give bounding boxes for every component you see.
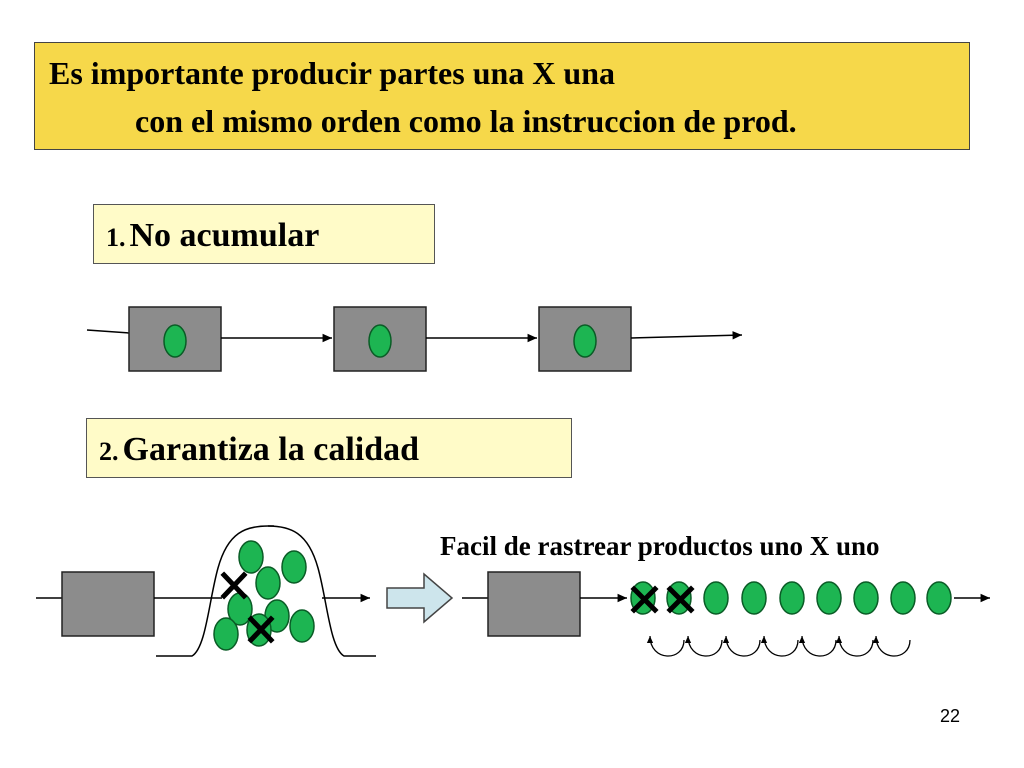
point-2-label: Garantiza la calidad [122, 431, 420, 468]
trace-part [779, 581, 805, 615]
trace-part [926, 581, 952, 615]
page-number: 22 [940, 706, 961, 726]
batch-pile [36, 525, 376, 657]
batch-station [61, 571, 155, 637]
defect-x-icon [666, 585, 695, 614]
point-2-number: 2. [99, 437, 119, 466]
traceable-flow [462, 571, 990, 657]
defect-x-icon [247, 615, 275, 644]
point-1-label: No acumular [129, 217, 320, 254]
title-line-1: Es importante producir partes una X una [49, 55, 615, 91]
transition-arrow-icon [386, 572, 454, 624]
point-2-box: 2. Garantiza la calidad [86, 418, 572, 478]
back-arrow-icon [722, 635, 761, 657]
part-1 [163, 324, 187, 358]
defect-x-icon [220, 571, 248, 600]
back-arrow-icon [798, 635, 837, 657]
point-2-text: 2. Garantiza la calidad [99, 431, 419, 469]
back-arrow-icon [646, 635, 685, 657]
trace-part [816, 581, 842, 615]
flow-line-in [86, 329, 130, 334]
back-arrow-icon [760, 635, 799, 657]
part-2 [368, 324, 392, 358]
trace-back-arrows [646, 635, 911, 657]
part-3 [573, 324, 597, 358]
defect-x-icon [630, 585, 659, 614]
trace-part [890, 581, 916, 615]
back-arrow-icon [835, 635, 874, 657]
trace-part [703, 581, 729, 615]
trace-part [853, 581, 879, 615]
trace-part [741, 581, 767, 615]
point-1-box: 1. No acumular [93, 204, 435, 264]
pile-part [255, 566, 281, 600]
pile-part [281, 550, 307, 584]
back-arrow-icon [684, 635, 723, 657]
flow-arrow-out [630, 331, 743, 340]
pile-part [238, 540, 264, 574]
point-1-text: 1. No acumular [106, 217, 319, 255]
point-1-number: 1. [106, 223, 126, 252]
pile-part [289, 609, 315, 643]
trace-caption: Facil de rastrear productos uno X uno [440, 531, 880, 561]
title-box: Es importante producir partes una X una … [34, 42, 970, 150]
pile-part [213, 617, 239, 651]
title-line-2: con el mismo orden como la instruccion d… [135, 103, 797, 139]
trace-station [487, 571, 581, 637]
back-arrow-icon [872, 635, 911, 657]
one-piece-flow [86, 306, 743, 372]
